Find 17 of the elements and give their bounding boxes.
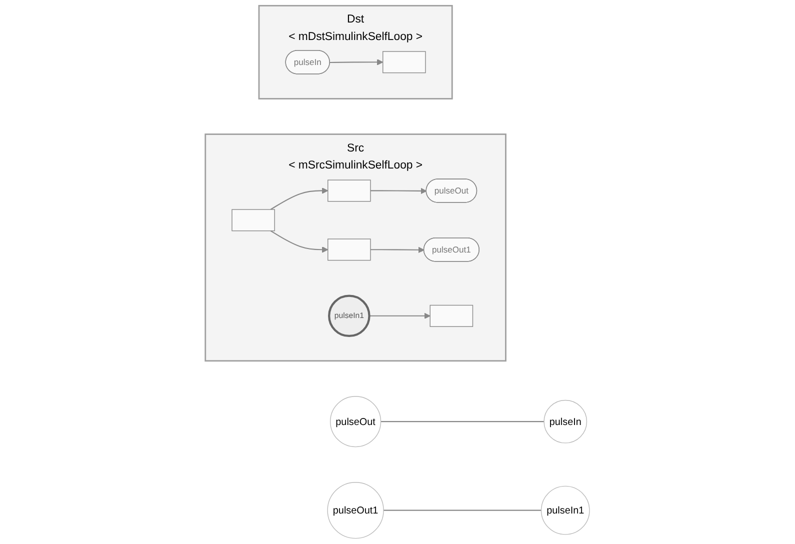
node-circle: pulseIn [544, 400, 588, 444]
arrow [270, 188, 328, 210]
node-box [328, 238, 371, 261]
node-circle: pulseIn1 [540, 486, 590, 535]
node-box [328, 180, 371, 202]
arrow [370, 188, 427, 194]
connector [384, 510, 542, 511]
node-circle: pulseOut1 [327, 482, 384, 539]
arrow [270, 230, 328, 253]
node-circle: pulseOut [330, 396, 382, 448]
node-box [430, 304, 474, 327]
arrow [369, 312, 430, 320]
arrow [330, 59, 384, 66]
connector [380, 421, 544, 422]
node-box [382, 51, 426, 74]
arrow [370, 246, 424, 254]
node-box [232, 209, 276, 232]
